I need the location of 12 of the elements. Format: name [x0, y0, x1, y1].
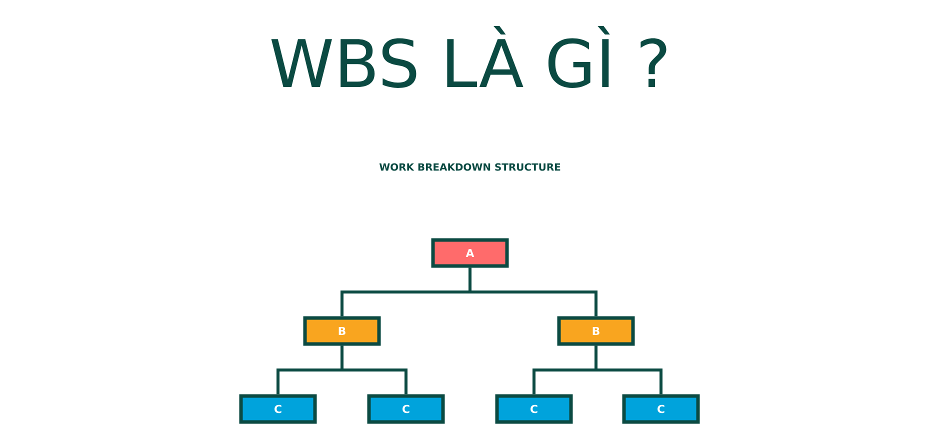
connector: [340, 346, 408, 394]
node-box: B: [303, 316, 381, 346]
node-box: C: [367, 394, 445, 424]
subtitle: WORK BREAKDOWN STRUCTURE: [379, 163, 560, 171]
connector: [594, 346, 662, 394]
node-box: C: [622, 394, 700, 424]
node-box: A: [431, 238, 509, 268]
node-box: C: [495, 394, 573, 424]
connector: [468, 268, 598, 316]
node-box: C: [239, 394, 317, 424]
node-box: B: [557, 316, 635, 346]
title: WBS LÀ GÌ ?: [271, 26, 666, 88]
